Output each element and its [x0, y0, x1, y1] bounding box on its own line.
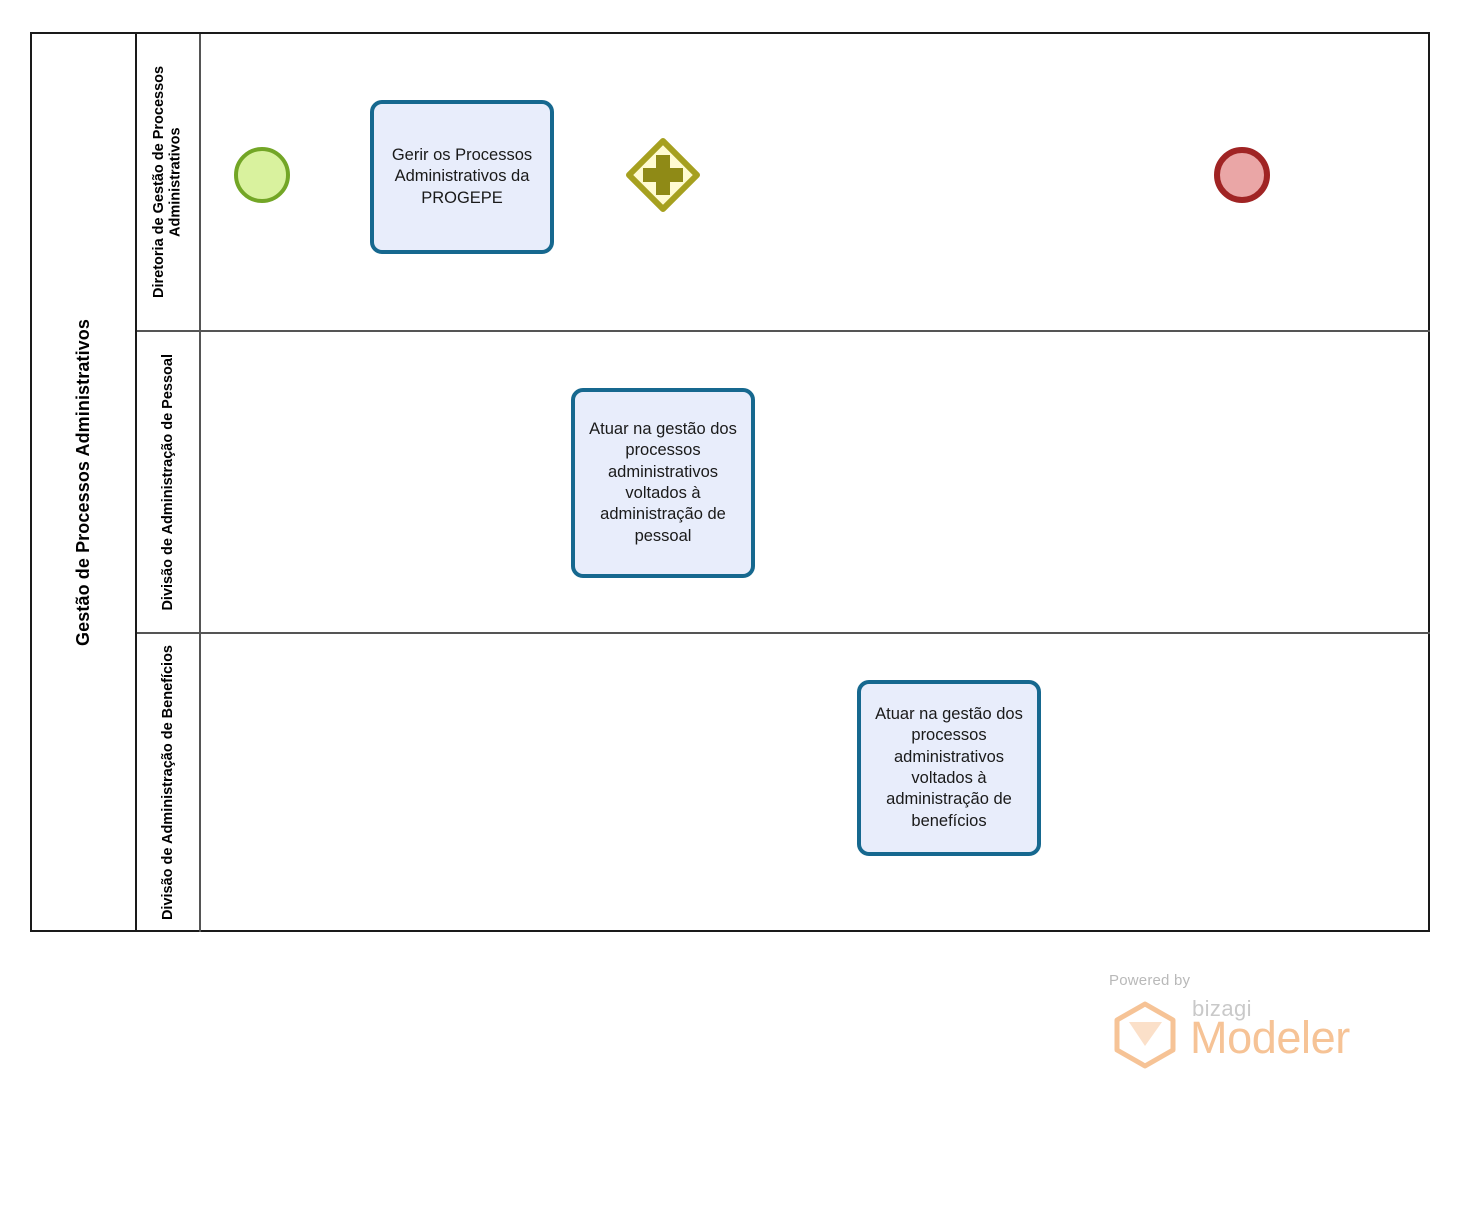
lane-label-2: Divisão de Administração de Pessoal	[159, 353, 176, 611]
lane-label-3: Divisão de Administração de Benefícios	[159, 645, 176, 921]
lane-header-1[interactable]: Diretoria de Gestão de Processos Adminis…	[137, 34, 201, 330]
task-atuar-na-gestao-administracao-de-beneficios[interactable]: Atuar na gestão dos processos administra…	[857, 680, 1041, 856]
pool-header[interactable]: Gestão de Processos Administrativos	[32, 34, 137, 930]
lane-header-3[interactable]: Divisão de Administração de Benefícios	[137, 634, 201, 932]
lane-diretoria-de-gestao-de-processos-administrativos[interactable]: Diretoria de Gestão de Processos Adminis…	[137, 34, 1430, 332]
bizagi-modeler-watermark: Powered by bizagi Modeler	[1104, 972, 1364, 1072]
start-event[interactable]	[234, 147, 290, 203]
task-3-label: Atuar na gestão dos processos administra…	[875, 704, 1023, 830]
lane-label-1: Diretoria de Gestão de Processos Adminis…	[151, 65, 184, 299]
task-gerir-os-processos-administrativos-da-progepe[interactable]: Gerir os Processos Administrativos da PR…	[370, 100, 554, 254]
powered-by-label: Powered by	[1109, 972, 1191, 989]
task-2-label: Atuar na gestão dos processos administra…	[589, 419, 737, 545]
parallel-gateway-icon	[626, 138, 700, 212]
lane-header-2[interactable]: Divisão de Administração de Pessoal	[137, 332, 201, 632]
task-1-label: Gerir os Processos Administrativos da PR…	[391, 145, 533, 207]
pool-title: Gestão de Processos Administrativos	[73, 318, 93, 646]
lane-divisao-de-administracao-de-beneficios[interactable]: Divisão de Administração de Benefícios	[137, 634, 1430, 932]
modeler-wordmark: Modeler	[1190, 1012, 1350, 1063]
lane-divisao-de-administracao-de-pessoal[interactable]: Divisão de Administração de Pessoal	[137, 332, 1430, 634]
parallel-gateway[interactable]	[626, 138, 700, 212]
task-atuar-na-gestao-administracao-de-pessoal[interactable]: Atuar na gestão dos processos administra…	[571, 388, 755, 578]
end-event[interactable]	[1214, 147, 1270, 203]
bizagi-wordmark: bizagi	[1192, 996, 1252, 1021]
bizagi-hexagon-logo-icon	[1114, 1001, 1176, 1069]
